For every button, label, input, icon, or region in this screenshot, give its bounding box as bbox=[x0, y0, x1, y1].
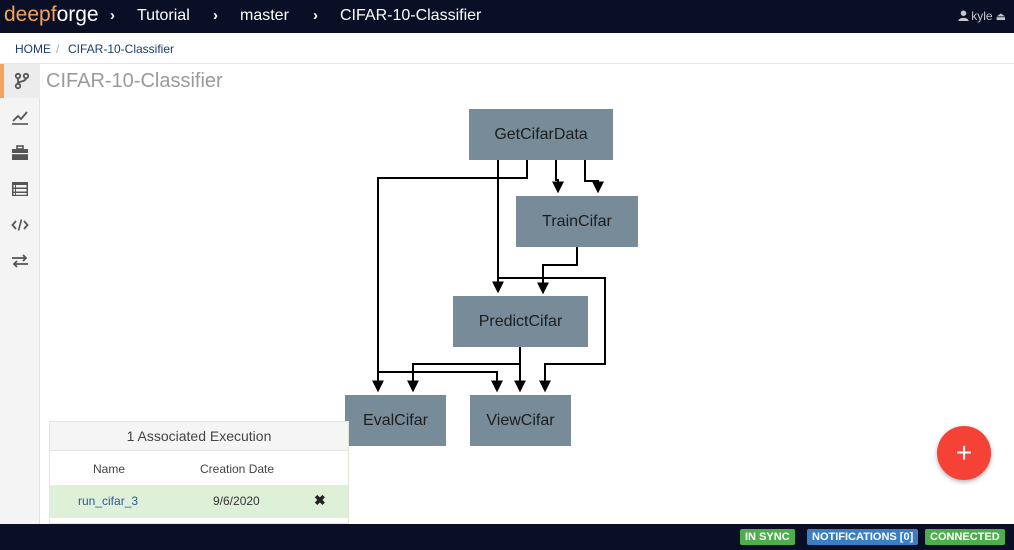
chevron-right-icon: › bbox=[110, 7, 115, 24]
sidebar-item-executions[interactable] bbox=[0, 100, 40, 134]
sidebar-item-pipelines[interactable] bbox=[0, 64, 40, 98]
breadcrumb-home[interactable]: HOME bbox=[15, 42, 51, 56]
chevron-right-icon: › bbox=[313, 7, 318, 24]
user-icon bbox=[958, 10, 969, 21]
breadcrumb: HOME / CIFAR-10-Classifier bbox=[0, 33, 1014, 64]
executions-header: 1 Associated Execution bbox=[50, 422, 348, 451]
user-menu[interactable]: kyle⏏ bbox=[958, 9, 1006, 23]
sidebar-item-code[interactable] bbox=[0, 208, 40, 242]
table-row[interactable]: run_cifar_3 9/6/2020 ✖ bbox=[50, 485, 348, 518]
edge-get-eval bbox=[372, 160, 528, 393]
eject-icon: ⏏ bbox=[995, 11, 1006, 23]
chevron-right-icon: › bbox=[213, 7, 218, 24]
status-bar: IN SYNC NOTIFICATIONS [0] CONNECTED bbox=[0, 524, 1014, 550]
page-title: CIFAR-10-Classifier bbox=[46, 70, 223, 92]
deepforge-logo[interactable]: deepforge bbox=[4, 3, 99, 27]
nav-crumb-branch[interactable]: master bbox=[240, 7, 289, 24]
logo-text-rge: rge bbox=[68, 3, 99, 26]
sidebar-item-resources[interactable] bbox=[0, 136, 40, 170]
username: kyle bbox=[971, 9, 993, 23]
edge-get-train-1 bbox=[552, 160, 564, 194]
sidebar-item-artifacts[interactable] bbox=[0, 172, 40, 206]
pipeline-node-viewcifar[interactable]: ViewCifar bbox=[470, 395, 571, 446]
pipeline-node-evalcifar[interactable]: EvalCifar bbox=[345, 395, 446, 446]
edge-train-predict bbox=[537, 247, 578, 295]
logo-text-o: o bbox=[56, 3, 69, 26]
sidebar-item-integrations[interactable] bbox=[0, 244, 40, 278]
executions-panel: 1 Associated Execution Name Creation Dat… bbox=[49, 421, 349, 524]
edge-eval-view bbox=[378, 371, 503, 393]
pipeline-node-traincifar[interactable]: TrainCifar bbox=[516, 196, 638, 247]
exchange-icon bbox=[12, 254, 28, 268]
column-name: Name bbox=[93, 462, 126, 476]
briefcase-icon bbox=[12, 145, 28, 160]
edge-predict-eval bbox=[407, 347, 521, 393]
nav-crumb-project[interactable]: Tutorial bbox=[137, 7, 190, 24]
code-icon bbox=[11, 219, 29, 231]
execution-date: 9/6/2020 bbox=[213, 494, 260, 508]
edge-get-view bbox=[498, 277, 606, 393]
branch-icon bbox=[14, 72, 30, 90]
chart-line-icon bbox=[12, 111, 28, 125]
pipeline-node-getcifardata[interactable]: GetCifarData bbox=[469, 109, 613, 160]
left-sidebar bbox=[0, 64, 40, 524]
top-navbar: deepforge › Tutorial › master › CIFAR-10… bbox=[0, 0, 1014, 33]
status-badge-connected: CONNECTED bbox=[925, 529, 1005, 545]
breadcrumb-project[interactable]: CIFAR-10-Classifier bbox=[68, 42, 175, 56]
logo-text-deep: deepf bbox=[4, 3, 57, 26]
nav-crumb-pipeline[interactable]: CIFAR-10-Classifier bbox=[340, 7, 482, 24]
execution-name-link[interactable]: run_cifar_3 bbox=[78, 494, 139, 508]
notifications-badge[interactable]: NOTIFICATIONS [0] bbox=[807, 529, 919, 545]
breadcrumb-separator: / bbox=[56, 42, 60, 56]
delete-icon[interactable]: ✖ bbox=[314, 492, 326, 508]
table-icon bbox=[12, 182, 28, 196]
executions-columns: Name Creation Date bbox=[50, 451, 348, 485]
status-badge-sync: IN SYNC bbox=[740, 529, 795, 545]
add-button[interactable]: + bbox=[937, 426, 991, 480]
pipeline-node-predictcifar[interactable]: PredictCifar bbox=[453, 296, 588, 347]
column-creation-date: Creation Date bbox=[200, 462, 275, 476]
edge-get-train-2 bbox=[584, 160, 604, 194]
